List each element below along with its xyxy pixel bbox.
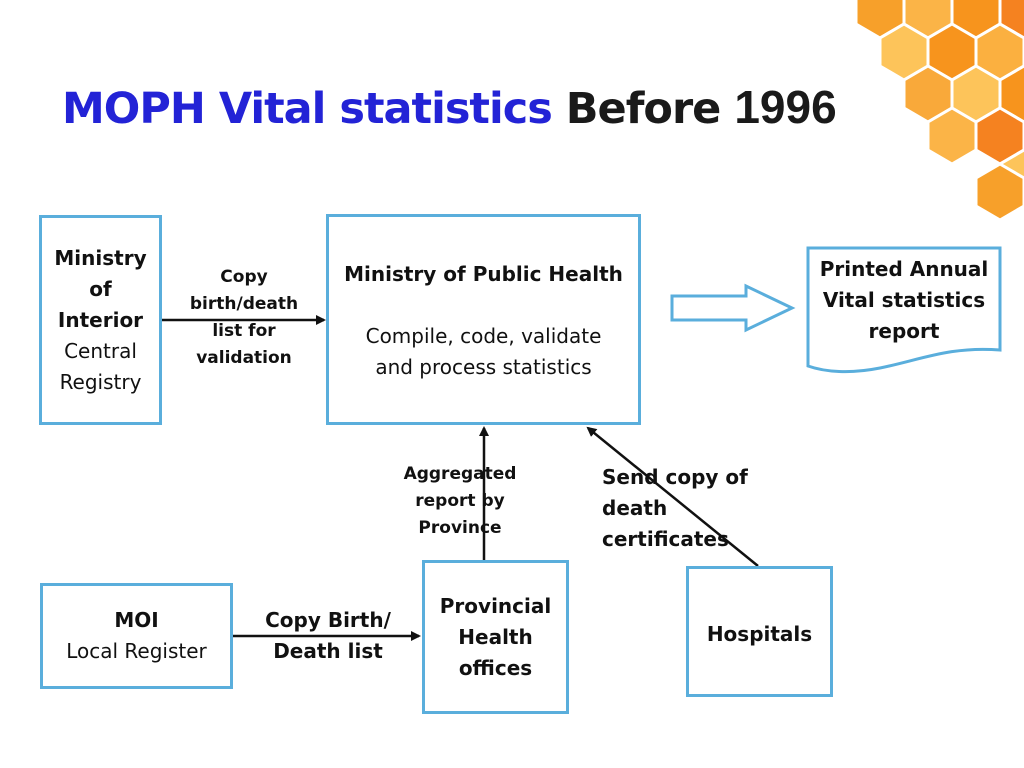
- interior-line1: Ministry: [54, 245, 147, 270]
- node-moi-local-register: MOI Local Register: [40, 583, 233, 689]
- node-printed-report: Printed Annual Vital statistics report: [808, 254, 1000, 347]
- interior-line4: Central: [64, 338, 137, 363]
- aggregated-line1: Aggregated: [403, 464, 517, 484]
- node-provincial-health-offices: Provincial Health offices: [422, 560, 569, 714]
- copy-validation-line3: list for: [212, 321, 276, 341]
- hex-cell: [974, 162, 1024, 222]
- provincial-line3: offices: [458, 655, 533, 680]
- label-send-copy-death-certificates: Send copy of death certificates: [602, 462, 782, 555]
- send-copy-line2: death: [602, 496, 668, 520]
- moph-name: Ministry of Public Health: [344, 262, 623, 286]
- hospitals-label: Hospitals: [706, 622, 813, 646]
- moi-local-line2: Local Register: [66, 639, 207, 663]
- copy-validation-line4: validation: [196, 348, 292, 368]
- copy-validation-line2: birth/death: [189, 294, 299, 314]
- send-copy-line1: Send copy of: [602, 465, 748, 489]
- block-arrow-to-report: [670, 283, 796, 333]
- title-year: 1996: [734, 81, 837, 133]
- label-aggregated-report: Aggregated report by Province: [390, 461, 530, 542]
- send-copy-line3: certificates: [602, 527, 729, 551]
- report-line3: report: [868, 319, 940, 343]
- label-copy-birth-death-list: Copy Birth/ Death list: [255, 605, 401, 667]
- title-main: MOPH Vital statistics: [62, 84, 553, 134]
- interior-line2: of: [89, 276, 112, 301]
- arrow-hospitals-to-moph: [586, 426, 759, 567]
- node-hospitals: Hospitals: [686, 566, 833, 697]
- report-line2: Vital statistics: [822, 288, 986, 312]
- document-shape-report: [806, 246, 1002, 374]
- hex-cell: [998, 64, 1024, 124]
- label-copy-for-validation: Copy birth/death list for validation: [182, 264, 306, 372]
- copy-validation-line1: Copy: [220, 267, 268, 287]
- provincial-line2: Health: [458, 624, 533, 649]
- hex-cell: [998, 0, 1024, 40]
- interior-line3: Interior: [57, 307, 144, 332]
- title-before: Before: [565, 84, 722, 134]
- moph-line2: and process statistics: [375, 355, 592, 379]
- provincial-line1: Provincial: [439, 593, 552, 618]
- moph-line1: Compile, code, validate: [365, 324, 602, 348]
- aggregated-line2: report by: [415, 491, 505, 511]
- honeycomb-decoration: [854, 0, 1024, 222]
- copy-birth-line2: Death list: [273, 639, 383, 663]
- report-line1: Printed Annual: [819, 257, 989, 281]
- interior-line5: Registry: [59, 369, 142, 394]
- node-ministry-of-interior: Ministry of Interior Central Registry: [39, 215, 162, 425]
- node-ministry-of-public-health: Ministry of Public Health Compile, code,…: [326, 214, 641, 425]
- aggregated-line3: Province: [418, 518, 502, 538]
- page-title: MOPH Vital statistics Before 1996: [62, 80, 837, 134]
- copy-birth-line1: Copy Birth/: [265, 608, 391, 632]
- moi-local-line1: MOI: [114, 608, 159, 632]
